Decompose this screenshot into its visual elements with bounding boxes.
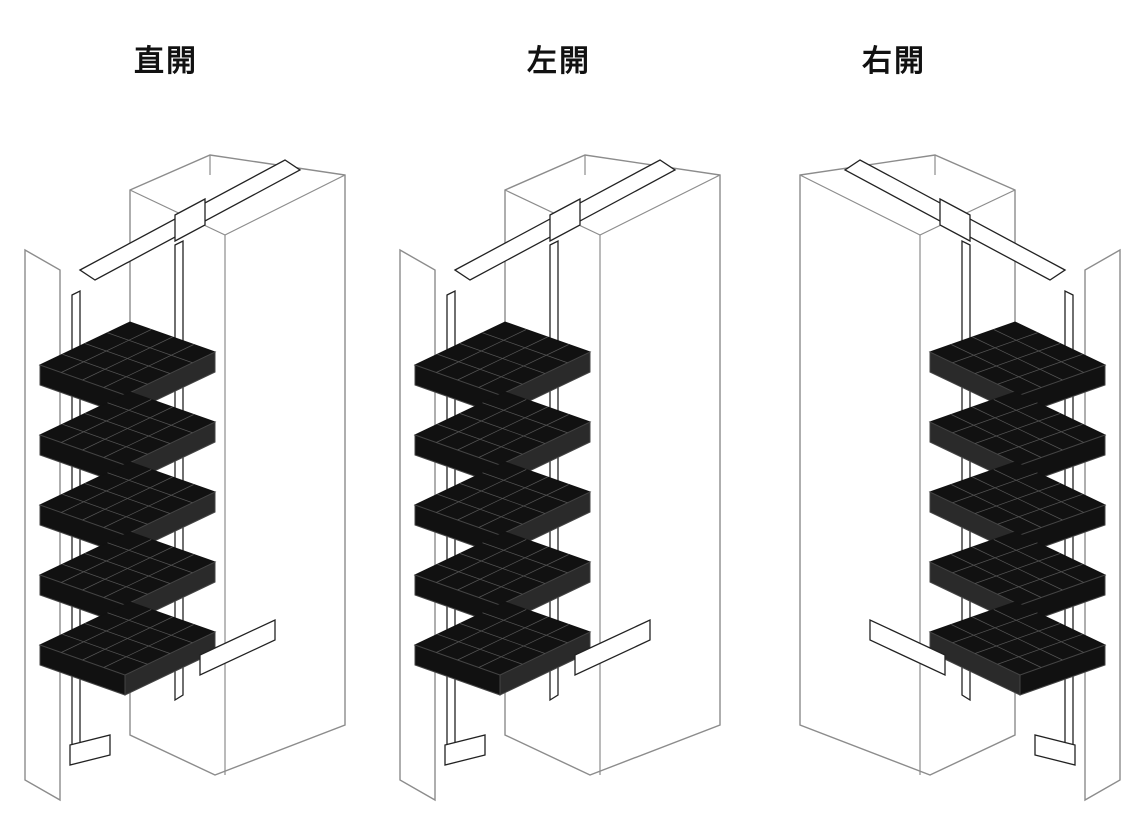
basket-mesh-line (82, 406, 173, 451)
pullout-unit-right-drawing (799, 154, 1121, 802)
pullout-unit-right (765, 95, 1134, 835)
basket-mesh-line (951, 414, 1042, 458)
cabinet-top-edge (599, 174, 721, 236)
basket-mesh-line (952, 472, 1038, 504)
basket-mesh-line (107, 332, 193, 364)
view-label-straight: 直開 (134, 44, 198, 79)
basket-mesh-line (951, 624, 1042, 668)
basket-mesh-line (82, 616, 173, 661)
basket-mesh-line (103, 344, 194, 388)
basket-mesh-line (482, 402, 568, 434)
cabinet-top-edge (504, 189, 601, 236)
bottom-slide (199, 618, 276, 677)
cabinet-top-edge (799, 174, 921, 236)
base-bracket (1034, 734, 1076, 766)
base-bracket (444, 734, 486, 766)
pullout-unit-left-drawing (399, 154, 721, 802)
basket-mesh-line (478, 344, 569, 388)
basket-mesh-line (457, 336, 548, 381)
view-label-right: 右開 (862, 44, 926, 79)
basket-mesh-line (951, 344, 1042, 388)
basket-mesh-line (82, 476, 173, 521)
view-label-left: 左開 (527, 44, 591, 79)
basket-mesh-line (972, 546, 1063, 591)
cabinet-top-edge (129, 189, 226, 236)
basket-mesh-line (951, 554, 1042, 598)
basket-mesh-line (951, 484, 1042, 528)
basket-mesh-line (972, 476, 1063, 521)
basket-mesh-line (82, 336, 173, 381)
basket-mesh-line (478, 554, 569, 598)
basket-mesh-line (107, 402, 193, 434)
basket-mesh-line (107, 472, 193, 504)
basket-mesh-line (103, 624, 194, 668)
basket-mesh-line (482, 332, 568, 364)
pullout-unit-straight (10, 95, 380, 835)
basket-mesh-line (457, 476, 548, 521)
rail-bracket (174, 197, 206, 243)
cabinet-top-edge (919, 189, 1016, 236)
basket-mesh-line (952, 402, 1038, 434)
rail-bracket (939, 197, 971, 243)
bottom-slide (574, 618, 651, 677)
basket-mesh-line (107, 542, 193, 574)
basket-mesh-line (478, 484, 569, 528)
basket-mesh-line (478, 414, 569, 458)
basket-mesh-line (972, 616, 1063, 661)
pullout-unit-straight-drawing (24, 154, 346, 802)
basket-mesh-line (482, 542, 568, 574)
basket-mesh-line (103, 484, 194, 528)
basket-mesh-line (107, 612, 193, 644)
bottom-slide (869, 618, 946, 677)
basket-mesh-line (457, 616, 548, 661)
pullout-unit-left (385, 95, 755, 835)
basket-mesh-line (952, 612, 1038, 644)
rail-bracket (549, 197, 581, 243)
basket-mesh-line (457, 546, 548, 591)
basket-mesh-line (103, 554, 194, 598)
basket-mesh-line (103, 414, 194, 458)
base-bracket (69, 734, 111, 766)
basket-mesh-line (972, 336, 1063, 381)
basket-mesh-line (457, 406, 548, 451)
basket-mesh-line (952, 332, 1038, 364)
basket-mesh-line (482, 612, 568, 644)
basket-mesh-line (478, 624, 569, 668)
basket-mesh-line (952, 542, 1038, 574)
cabinet-top-edge (224, 174, 346, 236)
basket-mesh-line (82, 546, 173, 591)
basket-mesh-line (972, 406, 1063, 451)
basket-mesh-line (482, 472, 568, 504)
